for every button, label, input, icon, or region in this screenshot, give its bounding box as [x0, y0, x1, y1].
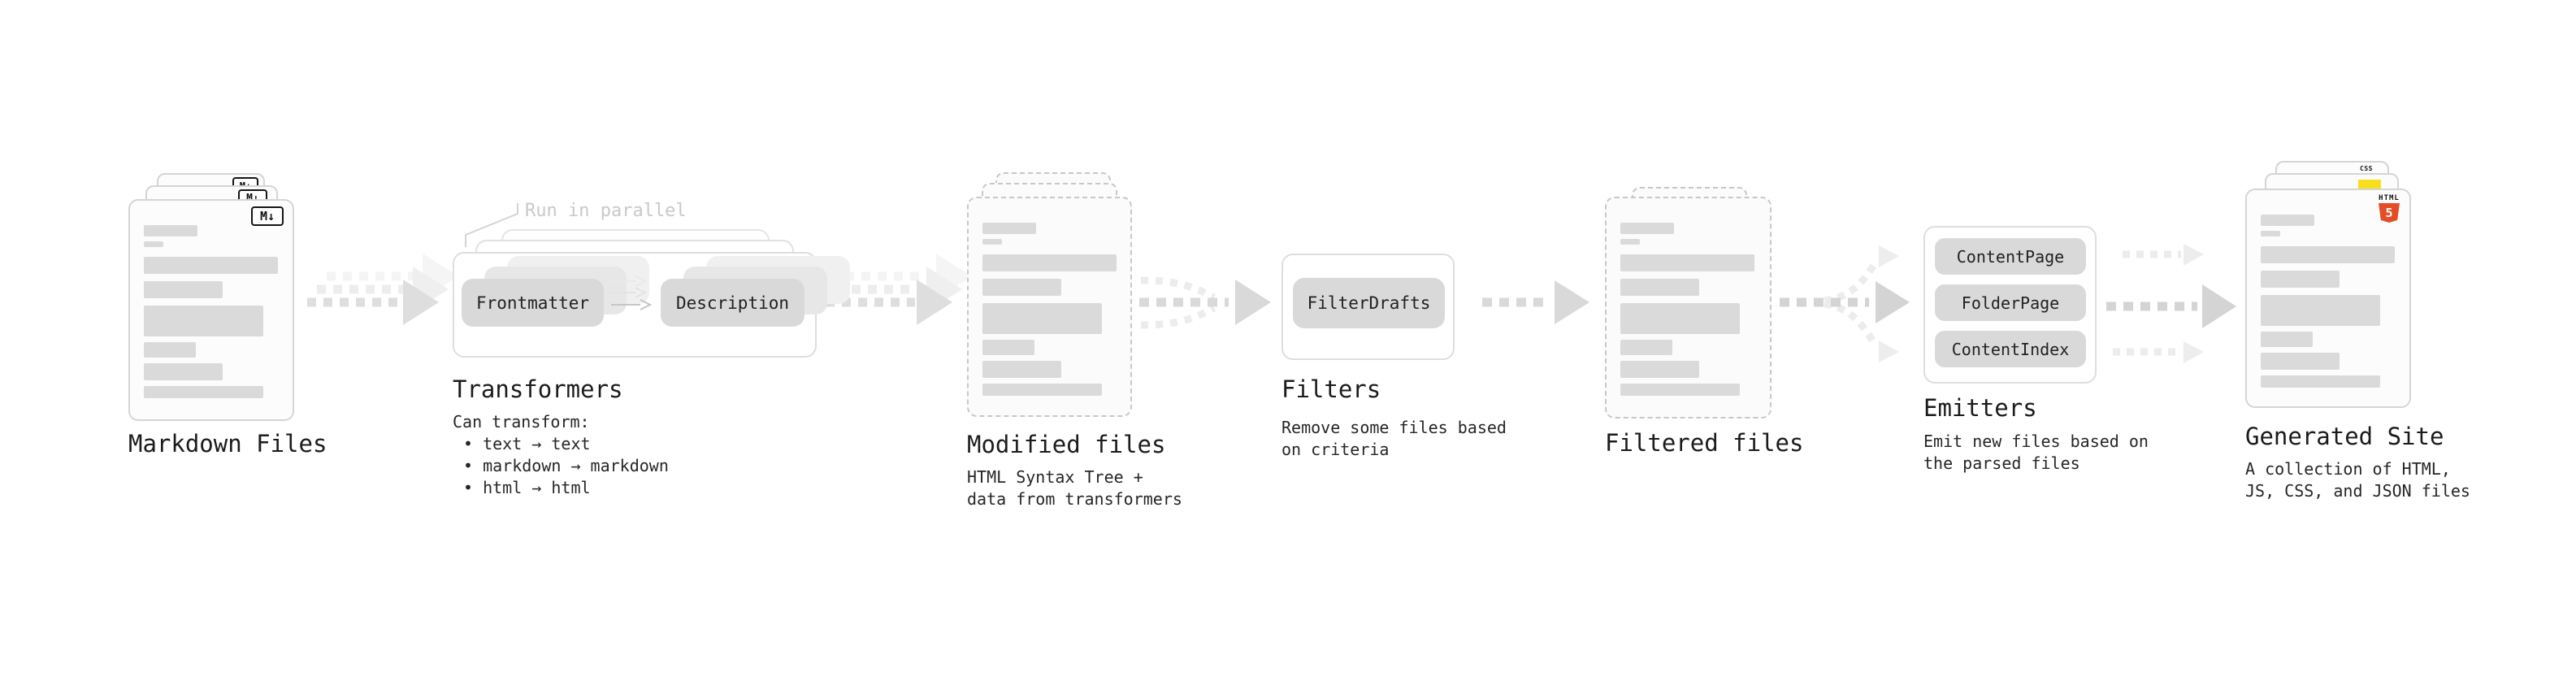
- stage-label-modified-files: Modified files: [967, 431, 1166, 458]
- skeleton-bar: [2261, 271, 2340, 288]
- stage-desc-generated-site: A collection of HTML, JS, CSS, and JSON …: [2245, 459, 2470, 501]
- skeleton-bar: [2261, 353, 2340, 370]
- skeleton-bar: [982, 239, 1002, 245]
- parallel-run-arrows: [609, 275, 653, 310]
- skeleton-bar: [982, 254, 1117, 271]
- skeleton-bar: [144, 306, 263, 336]
- stage-desc-modified-files: HTML Syntax Tree + data from transformer…: [967, 467, 1182, 509]
- markdown-icon: M↓: [251, 206, 284, 226]
- skeleton-bar: [982, 384, 1102, 396]
- stage-label-generated-site: Generated Site: [2245, 423, 2444, 450]
- skeleton-bar: [2261, 332, 2313, 347]
- skeleton-bar: [2261, 375, 2380, 388]
- stage-desc-filters: Remove some files based on criteria: [1281, 418, 1507, 459]
- arrow-emitters-to-generated: [2106, 244, 2236, 363]
- skeleton-bar: [1620, 361, 1699, 378]
- stage-label-markdown-files: Markdown Files: [128, 430, 327, 458]
- skeleton-bar: [982, 340, 1034, 355]
- stage-label-filters: Filters: [1281, 375, 1381, 403]
- arrow-modified-to-filters-merge: [1139, 276, 1271, 329]
- skeleton-bar: [144, 281, 223, 298]
- skeleton-bar: [2261, 295, 2380, 326]
- skeleton-bar: [2261, 215, 2314, 226]
- document-skeleton: [982, 198, 1119, 396]
- pill-frontmatter: Frontmatter: [462, 279, 604, 327]
- html5-icon: HTML 5: [2375, 194, 2403, 223]
- pill-description: Description: [661, 279, 804, 327]
- arrow-markdown-to-transformers: [307, 254, 458, 325]
- skeleton-bar: [144, 225, 197, 236]
- skeleton-bar: [982, 279, 1061, 296]
- skeleton-bar: [982, 223, 1036, 234]
- skeleton-bar: [144, 241, 163, 247]
- document-skeleton: [144, 201, 281, 398]
- skeleton-bar: [1620, 384, 1740, 396]
- stage-label-filtered-files: Filtered files: [1605, 429, 1804, 457]
- skeleton-bar: [2261, 246, 2395, 263]
- arrow-transformers-to-modified: [826, 254, 972, 325]
- stage-label-transformers: Transformers: [453, 375, 623, 403]
- document-card: [967, 197, 1132, 417]
- pill-contentpage: ContentPage: [1935, 238, 2086, 275]
- document-card: M↓: [128, 199, 294, 421]
- skeleton-bar: [982, 303, 1102, 334]
- pill-contentindex: ContentIndex: [1935, 331, 2086, 367]
- document-skeleton: [1620, 198, 1759, 396]
- skeleton-bar: [144, 363, 223, 380]
- skeleton-bar: [144, 257, 278, 274]
- skeleton-bar: [1620, 279, 1699, 296]
- stage-desc-transformers: Can transform: • text → text • markdown …: [453, 412, 669, 497]
- document-card: HTML 5: [2245, 189, 2411, 408]
- skeleton-bar: [1620, 223, 1674, 234]
- pill-folderpage: FolderPage: [1935, 284, 2086, 321]
- skeleton-bar: [144, 342, 196, 358]
- document-card: [1605, 197, 1772, 419]
- arrow-filtered-to-emitters-split: [1780, 245, 1910, 362]
- stage-label-emitters: Emitters: [1923, 394, 2037, 422]
- skeleton-bar: [982, 361, 1061, 378]
- document-skeleton: [2261, 190, 2398, 388]
- skeleton-bar: [2261, 231, 2280, 236]
- skeleton-bar: [1620, 303, 1740, 334]
- arrow-filters-to-filtered: [1482, 280, 1589, 324]
- skeleton-bar: [1620, 254, 1754, 271]
- skeleton-bar: [1620, 340, 1672, 355]
- skeleton-bar: [1620, 239, 1640, 245]
- stage-desc-emitters: Emit new files based on the parsed files: [1923, 432, 2149, 473]
- pill-filterdrafts: FilterDrafts: [1293, 278, 1445, 328]
- annotation-leader-line: [465, 203, 518, 247]
- skeleton-bar: [144, 386, 263, 398]
- run-in-parallel-label: Run in parallel: [525, 201, 687, 221]
